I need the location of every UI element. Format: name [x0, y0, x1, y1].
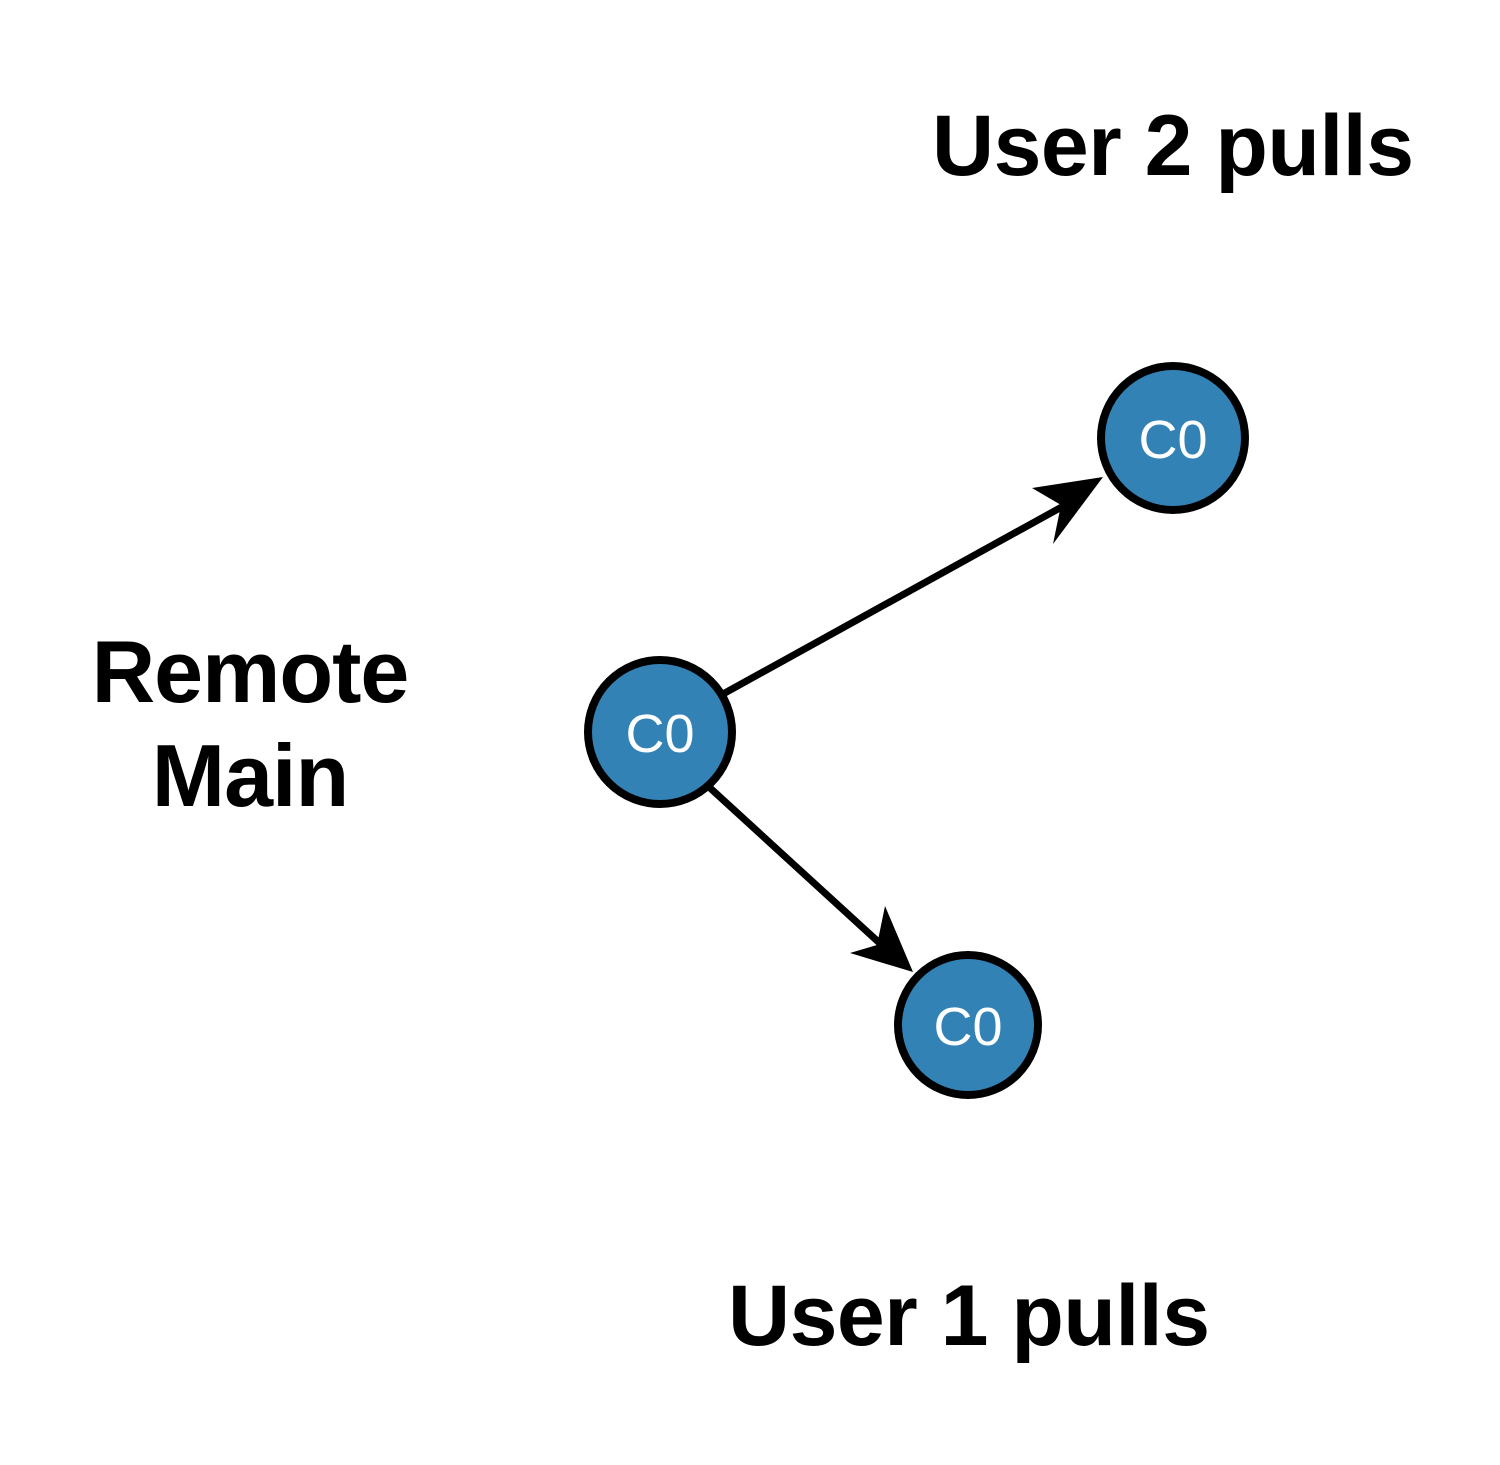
edge-line-remote-to-user1 [706, 784, 888, 951]
node-circle-remote-main[interactable] [584, 656, 736, 808]
arrowhead-user2-icon [1032, 477, 1103, 544]
node-user1-c0[interactable]: C0 [894, 951, 1042, 1099]
node-label-user1: C0 [933, 997, 1002, 1057]
caption-user-1-pulls: User 1 pulls [728, 1268, 1210, 1364]
edge-remote-to-user1 [706, 784, 913, 972]
node-remote-main-c0[interactable]: C0 [584, 656, 736, 808]
node-circle-user2[interactable] [1097, 362, 1249, 514]
arrowhead-user1-icon [850, 906, 913, 972]
edge-line-remote-to-user2 [721, 494, 1080, 698]
node-label-remote-main: C0 [625, 704, 694, 764]
node-label-user2: C0 [1138, 410, 1207, 470]
caption-remote-line1: Remote [91, 622, 410, 721]
caption-remote-line2: Main [151, 725, 349, 825]
edge-remote-to-user2 [721, 477, 1103, 698]
caption-user-2-pulls: User 2 pulls [932, 98, 1414, 194]
node-user2-c0[interactable]: C0 [1097, 362, 1249, 514]
node-circle-user1[interactable] [894, 951, 1042, 1099]
